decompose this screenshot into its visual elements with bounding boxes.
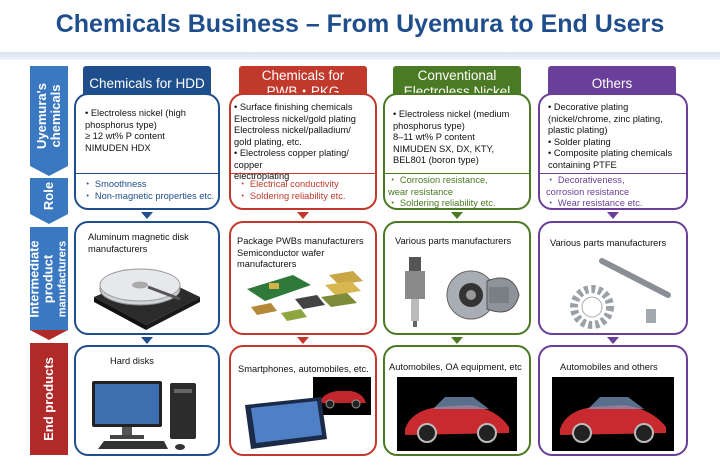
page-title: Chemicals Business – From Uyemura to End…: [55, 10, 665, 38]
intermediate-box-pwb: Package PWBs manufacturers Semiconductor…: [229, 221, 377, 335]
lane-end-products: End products: [30, 343, 68, 455]
gear-and-shaft-image: [570, 258, 671, 329]
arrow-hdd: [141, 212, 153, 219]
fuel-injector-image: [405, 257, 425, 327]
lane-intermediate: Intermediate product manufacturers: [27, 227, 69, 330]
lane-intermediate-arrow: [30, 330, 68, 340]
smartphone-image: [245, 397, 327, 449]
role-text-others: ・ Decorativeness, corrosion resistance・ …: [546, 175, 643, 208]
arrow-nickel-end: [451, 337, 463, 344]
intermediate-box-others: Various parts manufacturers: [538, 221, 688, 335]
desktop-computer-image: [92, 381, 196, 450]
lane-role: Role: [30, 178, 68, 214]
arrow-pwb: [297, 212, 309, 219]
chem-text-nickel: • Electroless nickel (medium phosphorus …: [393, 109, 510, 165]
role-text-pwb: ・ Electrical conductivity・ Soldering rel…: [238, 179, 346, 201]
end-text-nickel: Automobiles, OA equipment, etc: [389, 362, 522, 372]
chem-text-pwb: • Surface finishing chemicals Electroles…: [234, 102, 356, 181]
lane-chemicals: Uyemura's chemicals: [30, 66, 68, 166]
end-text-hdd: Hard disks: [110, 356, 154, 366]
role-text-nickel: ・ Corrosion resistance, wear resistance・…: [388, 175, 496, 208]
end-box-others: Automobiles and others: [538, 345, 688, 456]
intermediate-box-hdd: Aluminum magnetic disk manufacturers: [74, 221, 220, 335]
intermediate-text-others: Various parts manufacturers: [550, 238, 667, 248]
arrow-hdd-end: [141, 337, 153, 344]
car-image-others: [552, 377, 674, 451]
end-box-hdd: Hard disks: [74, 345, 220, 456]
circuit-board-image: [247, 271, 363, 321]
title-divider: [0, 52, 720, 60]
intermediate-text-hdd: Aluminum magnetic disk manufacturers: [88, 232, 189, 254]
chem-text-hdd: • Electroless nickel (high phosphorus ty…: [85, 108, 186, 153]
chem-box-pwb: • Surface finishing chemicals Electroles…: [229, 93, 377, 210]
role-text-hdd: ・ Smoothness・ Non-magnetic properties et…: [83, 179, 215, 201]
lane-chemicals-arrow: [30, 166, 68, 176]
intermediate-text-pwb: Package PWBs manufacturers Semiconductor…: [237, 236, 364, 269]
hard-disk-drive-image: [94, 268, 200, 330]
turbocharger-image: [446, 270, 520, 320]
lane-role-arrow: [30, 214, 68, 224]
chem-box-others: • Decorative plating(nickel/chrome, zinc…: [538, 93, 688, 210]
chem-box-nickel: • Electroless nickel (medium phosphorus …: [383, 93, 531, 210]
car-thumbnail-pwb: [313, 377, 371, 415]
chem-text-others: • Decorative plating(nickel/chrome, zinc…: [548, 102, 673, 170]
end-text-pwb: Smartphones, automobiles, etc.: [238, 364, 369, 374]
arrow-others: [607, 212, 619, 219]
chem-box-hdd: • Electroless nickel (high phosphorus ty…: [74, 93, 220, 210]
end-box-pwb: Smartphones, automobiles, etc.: [229, 345, 377, 456]
arrow-nickel: [451, 212, 463, 219]
arrow-others-end: [607, 337, 619, 344]
intermediate-text-nickel: Various parts manufacturers: [395, 236, 512, 246]
arrow-pwb-end: [297, 337, 309, 344]
car-image-nickel: [397, 377, 517, 451]
intermediate-box-nickel: Various parts manufacturers: [383, 221, 531, 335]
end-text-others: Automobiles and others: [560, 362, 658, 372]
end-box-nickel: Automobiles, OA equipment, etc: [383, 345, 531, 456]
